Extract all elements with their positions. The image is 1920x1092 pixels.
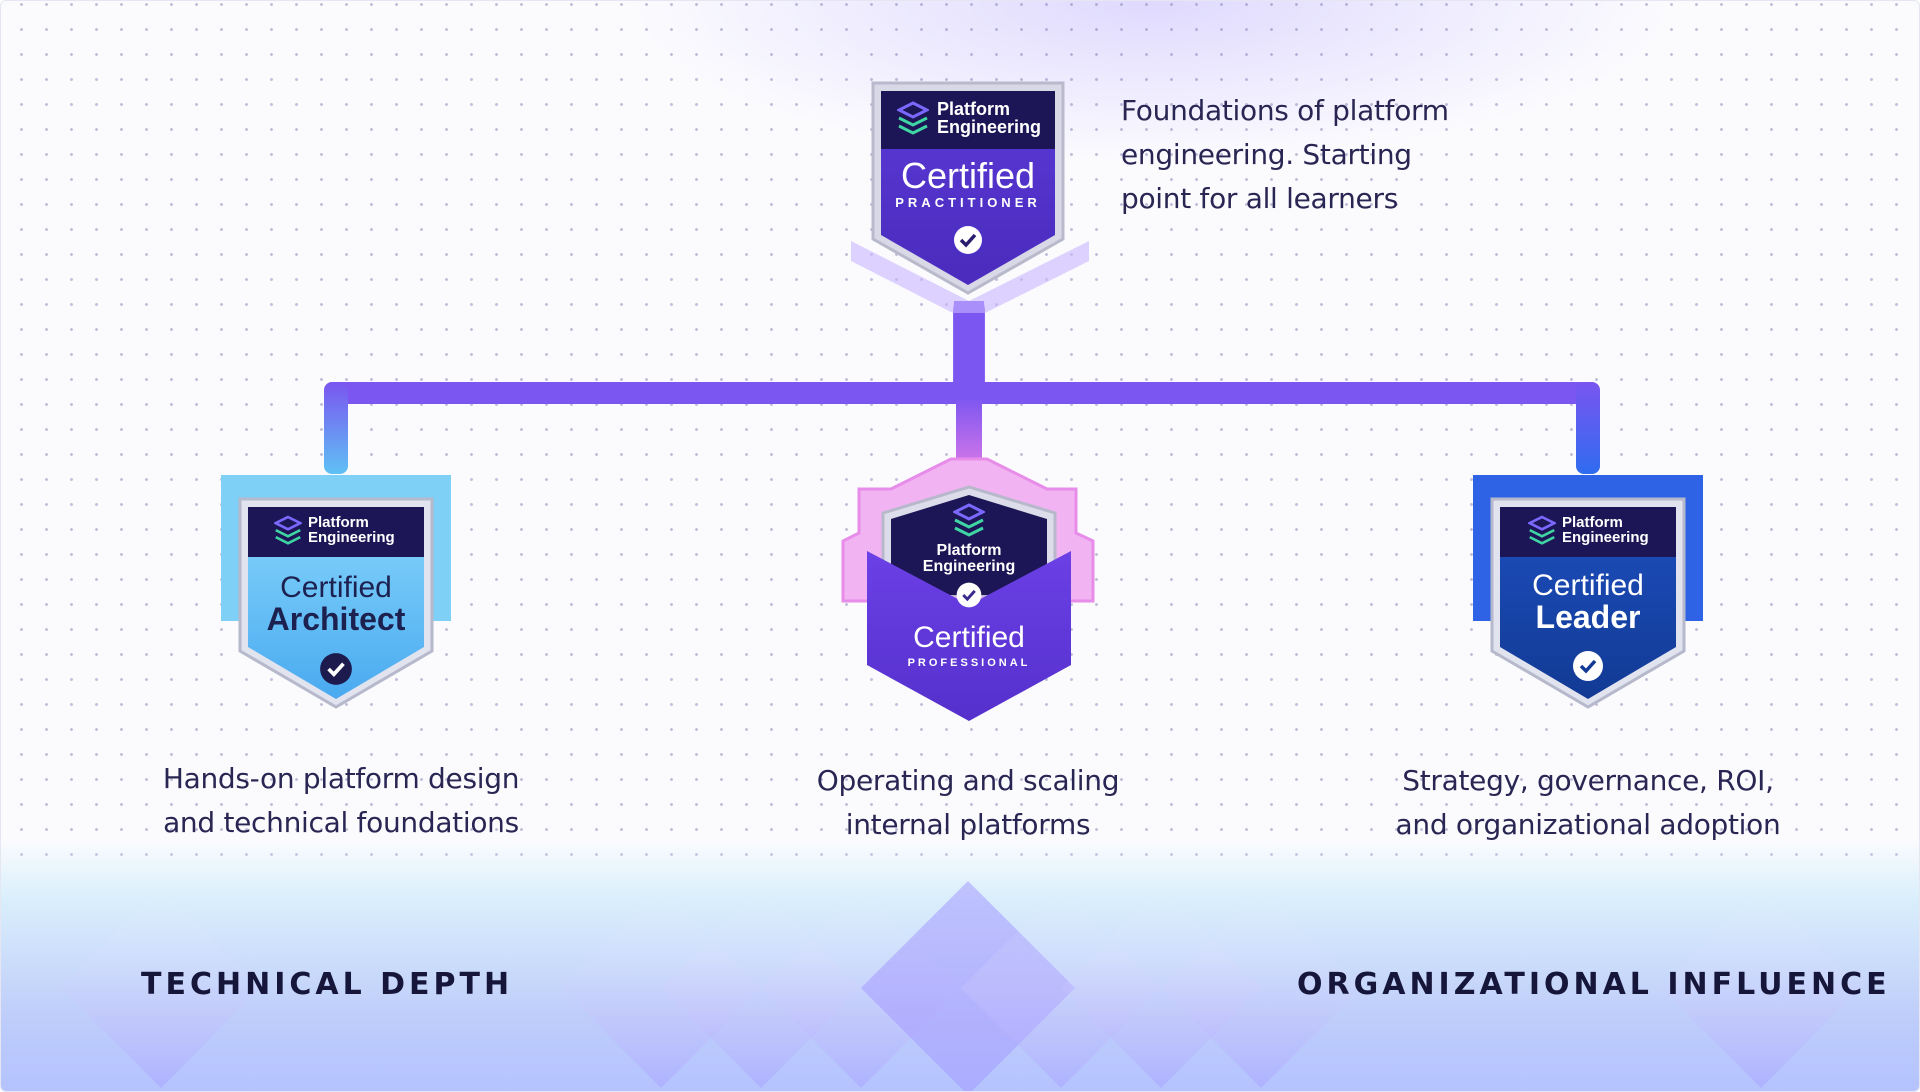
professional-certified: Certified [867, 621, 1071, 655]
description-line: Foundations of platform [1121, 89, 1541, 133]
brand-line1: Platform [308, 515, 395, 530]
check-seal-icon [955, 581, 983, 609]
check-seal-icon [1571, 649, 1605, 683]
architect-brand: Platform Engineering [308, 515, 395, 545]
architect-level: Architect [236, 601, 436, 638]
leader-certified: Certified [1488, 569, 1688, 603]
professional-level: PROFESSIONAL [867, 657, 1071, 669]
brand-line1: Platform [937, 100, 1041, 118]
leader-description: Strategy, governance, ROI, and organizat… [1363, 759, 1813, 847]
badge-professional[interactable]: Platform Engineering Certified PROFESSIO… [867, 485, 1071, 725]
brand-line2: Engineering [937, 118, 1041, 136]
description-line: and organizational adoption [1363, 803, 1813, 847]
practitioner-level: PRACTITIONER [869, 195, 1067, 210]
description-line: Strategy, governance, ROI, [1363, 759, 1813, 803]
description-line: and technical foundations [131, 801, 551, 845]
practitioner-certified: Certified [869, 155, 1067, 197]
leader-level: Leader [1488, 599, 1688, 636]
leader-brand: Platform Engineering [1562, 515, 1649, 545]
description-line: point for all learners [1121, 177, 1541, 221]
connector-architect [324, 382, 348, 474]
connector-trunk [953, 301, 985, 393]
professional-brand: Platform Engineering [867, 543, 1071, 575]
description-line: Hands-on platform design [131, 757, 551, 801]
brand-line2: Engineering [1562, 530, 1649, 545]
stacked-layers-icon [897, 101, 929, 137]
check-seal-icon [951, 223, 985, 257]
practitioner-brand: Platform Engineering [937, 100, 1041, 136]
practitioner-description: Foundations of platform engineering. Sta… [1121, 89, 1541, 221]
connector-leader [1576, 382, 1600, 474]
stacked-layers-icon [1528, 515, 1556, 547]
architect-certified: Certified [236, 571, 436, 605]
axis-label-organizational-influence: ORGANIZATIONAL INFLUENCE [1297, 967, 1891, 1002]
brand-line2: Engineering [308, 530, 395, 545]
brand-line1: Platform [1562, 515, 1649, 530]
stacked-layers-icon [953, 503, 985, 539]
description-line: internal platforms [758, 803, 1178, 847]
architect-description: Hands-on platform design and technical f… [131, 757, 551, 845]
badge-practitioner[interactable]: Platform Engineering Certified PRACTITIO… [869, 79, 1067, 297]
description-line: engineering. Starting [1121, 133, 1541, 177]
description-line: Operating and scaling [758, 759, 1178, 803]
badge-leader[interactable]: Platform Engineering Certified Leader [1488, 495, 1688, 713]
brand-line1: Platform [867, 543, 1071, 559]
brand-line2: Engineering [867, 559, 1071, 575]
badge-architect[interactable]: Platform Engineering Certified Architect [236, 495, 436, 713]
axis-label-technical-depth: TECHNICAL DEPTH [141, 967, 513, 1002]
check-seal-icon [318, 651, 354, 687]
stacked-layers-icon [274, 515, 302, 547]
professional-description: Operating and scaling internal platforms [758, 759, 1178, 847]
